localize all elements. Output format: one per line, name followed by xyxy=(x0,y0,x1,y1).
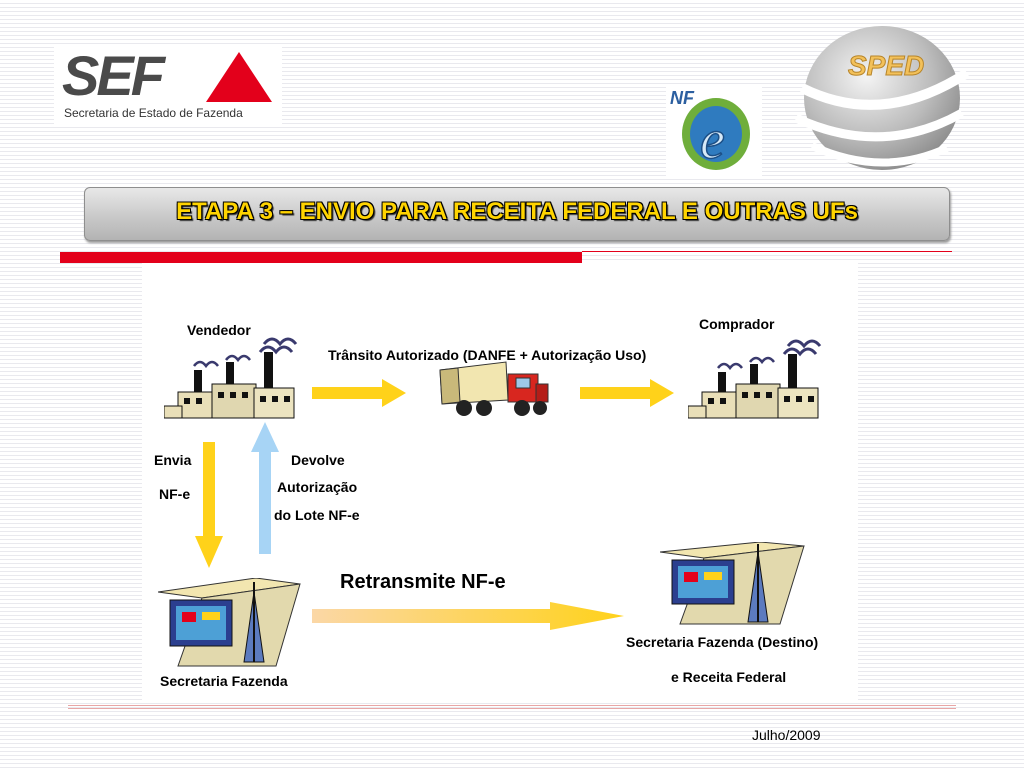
devolve-label-line1: Devolve xyxy=(291,452,345,468)
arrow-to-truck-icon xyxy=(312,379,406,407)
sefaz-origem-computer-icon xyxy=(158,578,301,667)
arrow-retransmite-icon xyxy=(312,602,624,630)
footer-date: Julho/2009 xyxy=(752,727,821,743)
nfe-logo-text: NF xyxy=(670,88,694,108)
triangle-logo-icon xyxy=(206,52,272,102)
factory-vendedor-icon xyxy=(164,337,298,419)
devolve-label-line2: Autorização xyxy=(277,479,358,495)
sefaz-destino-computer-icon xyxy=(660,542,805,625)
envia-label-line1: Envia xyxy=(154,452,192,468)
footer-divider xyxy=(68,705,956,709)
arrow-devolve-up-icon xyxy=(251,422,279,554)
sef-logo-subtitle: Secretaria de Estado de Fazenda xyxy=(64,106,243,120)
sped-logo-text: SPED xyxy=(847,50,925,82)
truck-icon xyxy=(439,361,549,416)
red-divider-line xyxy=(582,251,952,252)
envia-label-line2: NF-e xyxy=(159,486,191,502)
sef-logo-text: SEF xyxy=(62,44,165,107)
red-divider-bar xyxy=(60,252,582,263)
title-bar: ETAPA 3 – ENVIO PARA RECEITA FEDERAL E O… xyxy=(84,187,950,241)
vendedor-label: Vendedor xyxy=(187,322,251,338)
nfe-logo: e NF xyxy=(666,86,762,176)
retransmite-label: Retransmite NF-e xyxy=(340,571,506,593)
sefaz-destino-label-line2: e Receita Federal xyxy=(671,669,787,685)
svg-text:e: e xyxy=(700,109,725,171)
devolve-label-line3: do Lote NF-e xyxy=(274,507,360,523)
comprador-label: Comprador xyxy=(699,316,775,332)
sef-logo: SEF Secretaria de Estado de Fazenda xyxy=(54,44,282,124)
slide-title: ETAPA 3 – ENVIO PARA RECEITA FEDERAL E O… xyxy=(176,198,858,225)
arrow-envia-down-icon xyxy=(195,442,223,568)
sped-logo: SPED xyxy=(782,18,978,176)
arrow-to-comprador-icon xyxy=(580,379,674,407)
sefaz-destino-label-line1: Secretaria Fazenda (Destino) xyxy=(626,634,819,650)
sefaz-origem-label: Secretaria Fazenda xyxy=(160,673,288,689)
factory-comprador-icon xyxy=(688,339,822,419)
transito-label: Trânsito Autorizado (DANFE + Autorização… xyxy=(328,347,647,363)
